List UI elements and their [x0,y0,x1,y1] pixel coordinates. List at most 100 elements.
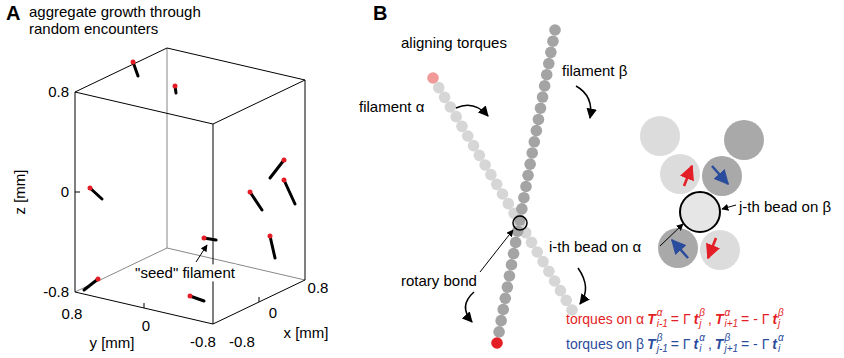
bead [531,246,543,258]
bead [427,72,439,84]
label: rotary bond [400,272,478,289]
subscript: i+1 [724,318,738,329]
bead [508,248,520,260]
superscript: β [724,333,738,344]
label: 0 [141,317,151,334]
indices: αi [778,333,784,354]
bead [528,136,540,148]
bead [474,150,486,162]
bead [543,58,555,70]
subscript: j+1 [724,343,738,354]
label: 0 [268,304,278,321]
bead [491,179,503,191]
bead [555,285,567,297]
bead [456,121,468,133]
subscript: j [699,318,705,329]
indices: βj [778,308,784,329]
subscript: i [778,343,784,354]
label: i-th bead on α [548,238,642,255]
axes-box [75,48,305,324]
filaments [84,62,295,301]
torque-arrows [672,166,728,258]
operator: , [708,310,712,326]
indices: αi [699,333,705,354]
bead [516,203,528,215]
operator: = - Γ [741,335,769,351]
label: z [mm] [11,169,28,216]
bead [541,69,553,81]
indices: βj [699,308,705,329]
label: -0.8 [42,283,70,300]
panel-letter: A [5,2,21,25]
seed-arrow [196,245,207,262]
symbol-base: t [772,310,777,326]
subscript: i-1 [657,318,668,329]
equation-row: torques on βTβj-1= Γtαi,Tβj+1= - Γtαi [566,333,787,354]
superscript: α [657,308,668,319]
leader [722,205,736,209]
bead [539,80,551,92]
symbol: tαi [694,333,705,354]
bead [485,169,497,181]
indices: βj+1 [724,333,738,354]
label: y [mm] [89,334,136,351]
bead [543,266,555,278]
symbol-base: T [647,310,656,326]
bead [497,304,509,316]
label: j-th bead on β [738,198,832,215]
bead [526,237,538,249]
bead [497,188,509,200]
symbol-base: T [715,335,724,351]
bead [518,192,530,204]
indices: αi+1 [724,308,738,329]
bond-leader [480,230,513,272]
superscript: β [699,308,705,319]
label: filament β [561,62,628,79]
equation-row: torques on αTαi-1= Γtβj,Tαi+1= - Γtβj [566,308,787,329]
superscript: α [724,308,738,319]
operator: = Γ [671,310,691,326]
symbol-base: t [694,335,699,351]
bead [450,111,462,123]
bead [495,315,507,327]
leader [660,224,683,246]
indices: αi-1 [657,308,668,329]
symbol: tβj [772,308,783,329]
subscript: i [699,343,705,354]
indices: βj-1 [657,333,668,354]
label: filament α [358,98,425,115]
bead [526,147,538,159]
panel-letter: B [372,2,388,25]
bead [520,181,532,193]
bead [549,275,561,287]
bead [537,91,549,103]
bead [445,101,457,113]
bead [502,198,514,210]
bead [549,24,561,36]
symbol: tβj [694,308,705,329]
bead [479,159,491,171]
bead [560,295,572,307]
label: -0.8 [228,333,256,350]
symbol-base: t [772,335,777,351]
bead [547,35,559,47]
label: aggregate growth through random encounte… [28,3,226,38]
symbol-base: t [694,310,699,326]
rotary-bond [513,216,527,230]
symbol: Tαi-1 [647,308,668,329]
bead-chains [427,24,578,349]
bead-inset [640,116,764,270]
superscript: α [778,333,784,344]
label: x [mm] [283,324,330,341]
bead [499,292,511,304]
symbol: Tαi+1 [715,308,738,329]
bead [533,114,545,126]
superscript: α [699,333,705,344]
subscript: j [778,318,784,329]
symbol: Tβj+1 [715,333,738,354]
bead [506,259,518,271]
label: "seed" filament [134,264,236,281]
filament-ends [88,60,287,299]
bead [439,92,451,104]
